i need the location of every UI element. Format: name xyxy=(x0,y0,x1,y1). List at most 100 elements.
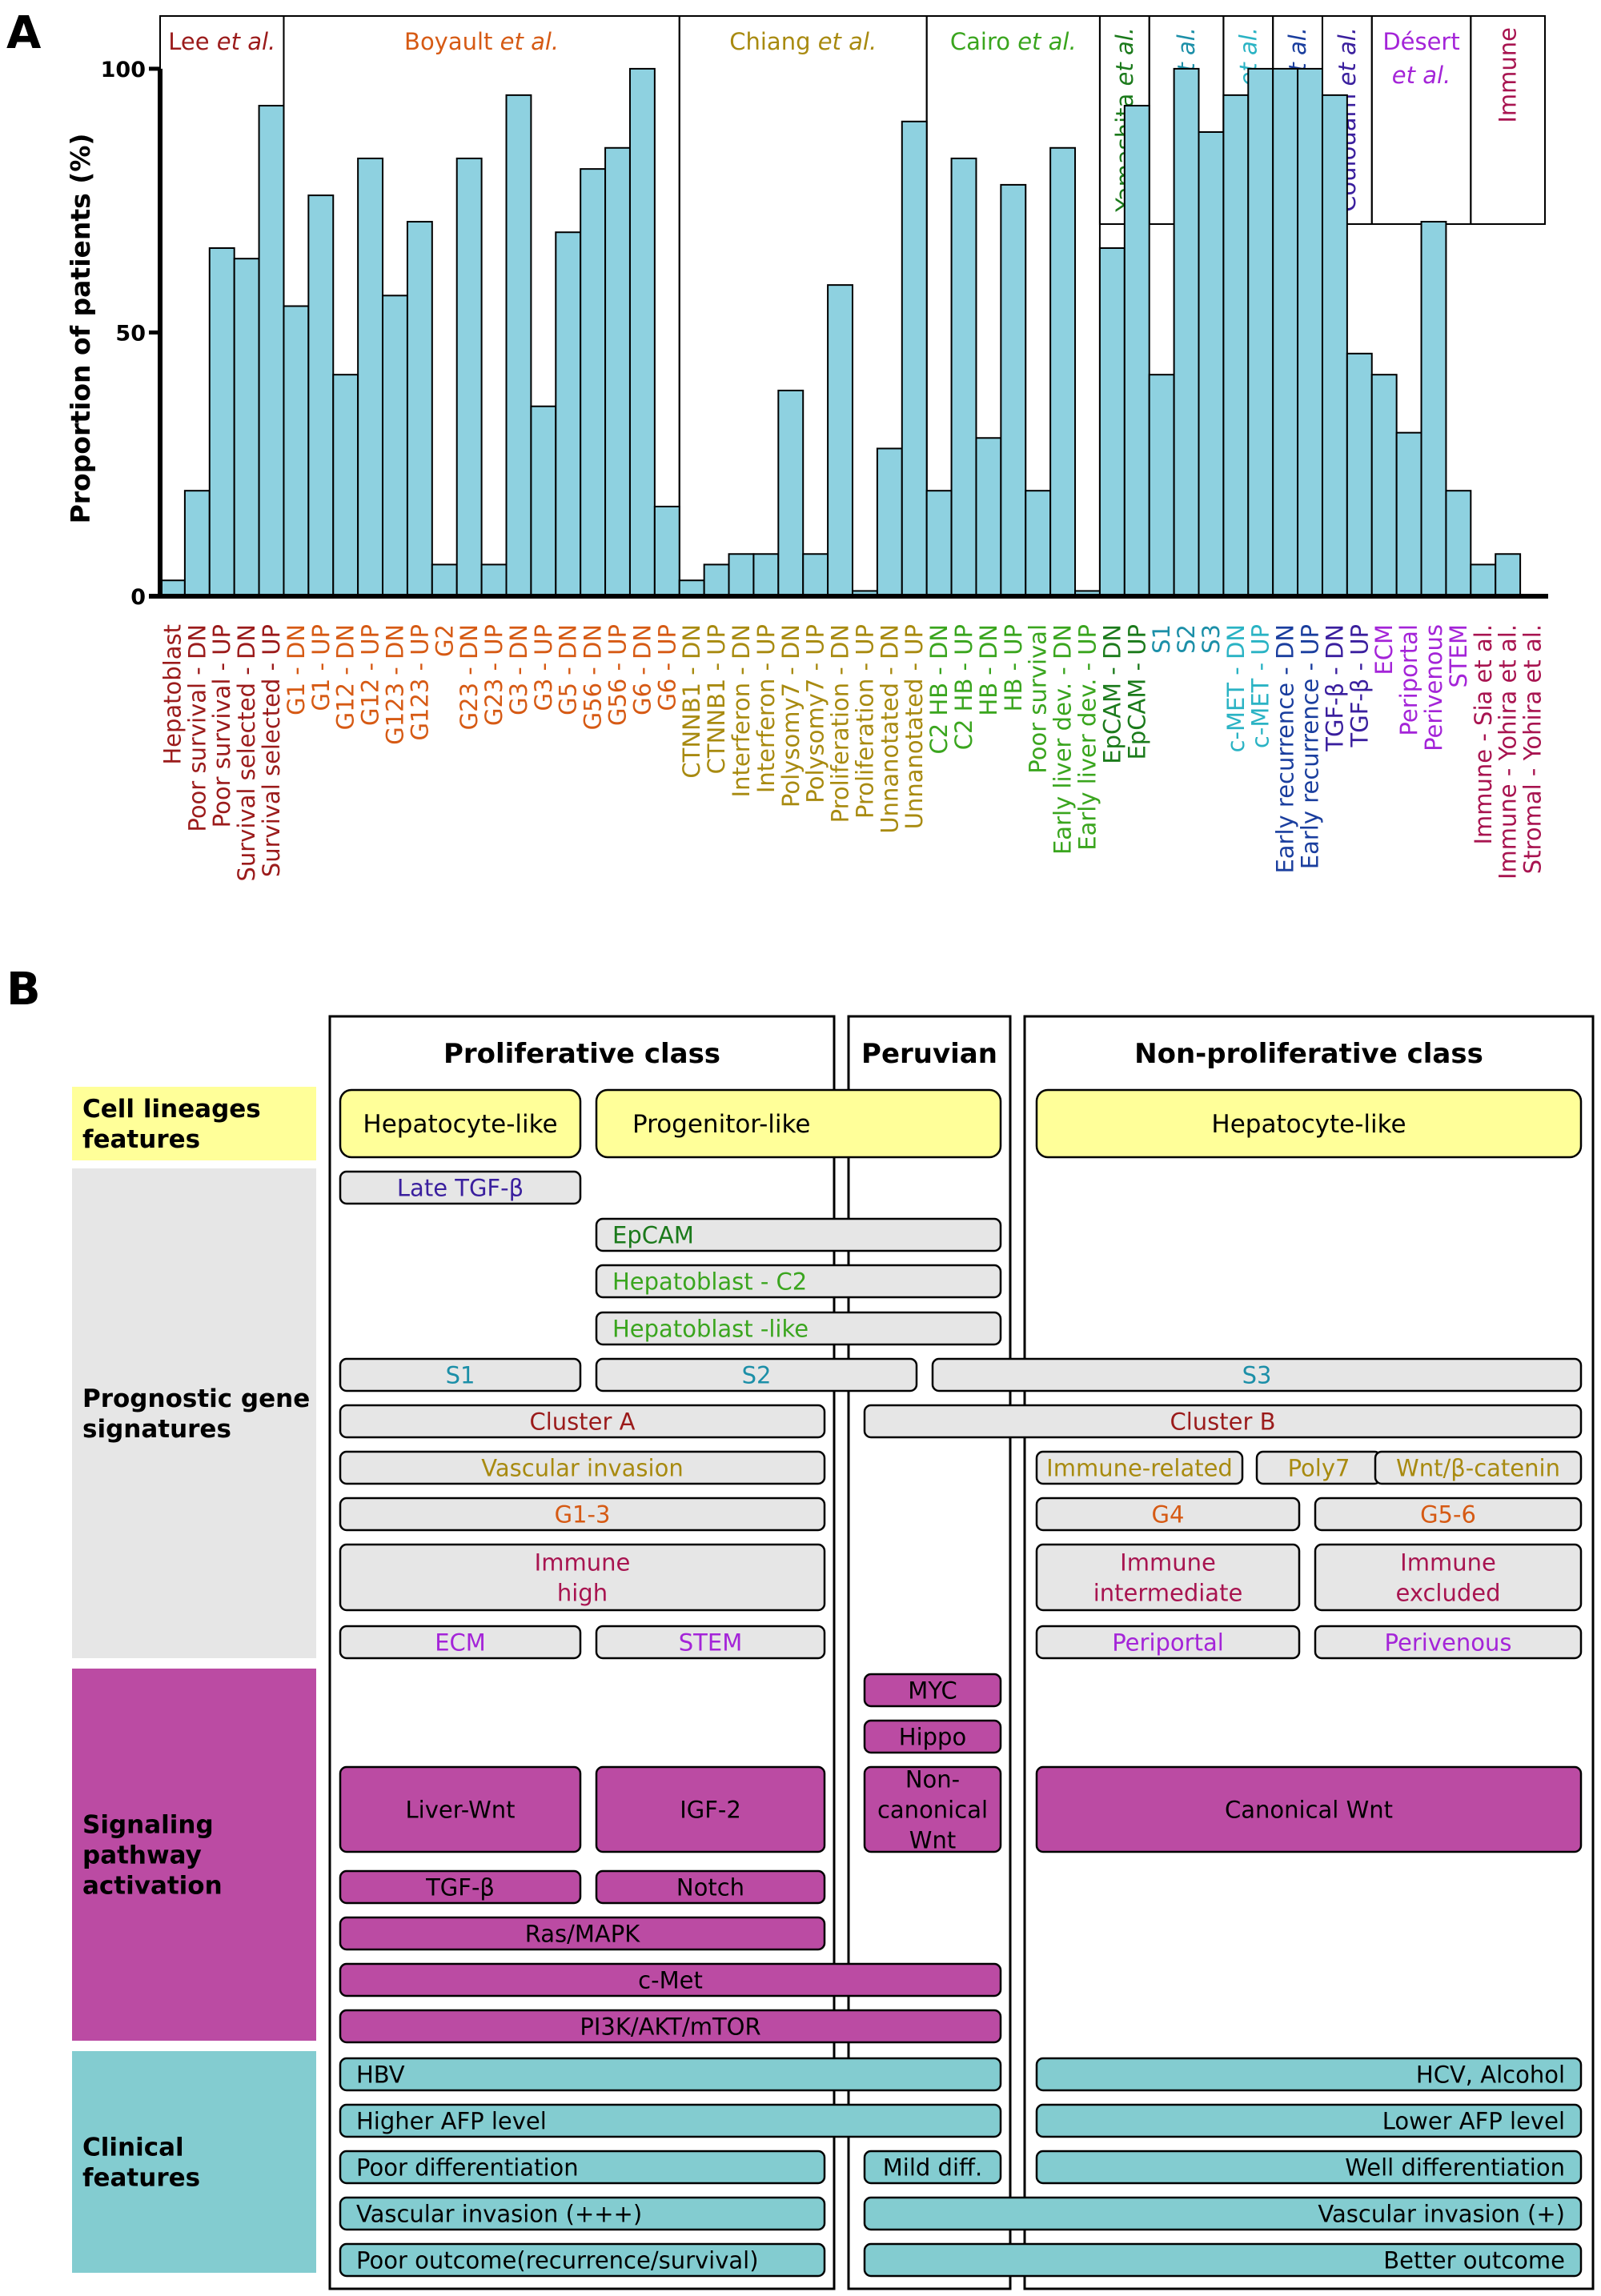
x-tick-label-g6-up: G6 - UP xyxy=(653,624,680,711)
x-tick-label-tgf-up: TGF-β - UP xyxy=(1346,624,1373,747)
bar-series xyxy=(159,67,1522,598)
box-label-perivenous: Perivenous xyxy=(1385,1629,1512,1656)
box-late-tgf xyxy=(339,1170,582,1205)
bar-survival-selected-dn xyxy=(233,258,260,597)
bar-survival-selected-up xyxy=(258,105,285,597)
x-tick-label-g3-up: G3 - UP xyxy=(530,624,557,711)
x-tick-label-polysomy7-up: Polysomy7 - UP xyxy=(802,624,829,803)
bar-perivenous xyxy=(1420,221,1447,597)
box-label-wnt-catenin: Wnt/β-catenin xyxy=(1396,1454,1560,1481)
bar-immune-sia-et-al xyxy=(1470,563,1497,597)
box-pi3k-akt-mtor xyxy=(339,2009,1002,2044)
column-title-nonprolif: Non-proliferative class xyxy=(1134,1038,1483,1070)
box-label-lower-afp-level: Lower AFP level xyxy=(1382,2107,1565,2134)
y-tick-label-50: 50 xyxy=(115,321,146,346)
x-tick-label-early-recurrence-up: Early recurrence - UP xyxy=(1297,624,1324,869)
x-tick-label-s2: S2 xyxy=(1173,624,1200,654)
x-tick-label-proliferation-dn: Proliferation - DN xyxy=(827,624,854,823)
category-panel-signaling-pathway-activation xyxy=(72,1669,316,2041)
box-cluster-a xyxy=(339,1404,826,1439)
box-immune-excluded xyxy=(1314,1543,1583,1612)
category-panel-cell-lineages-features xyxy=(72,1087,316,1160)
x-tick-label-c-met-dn: c-MET - DN xyxy=(1222,624,1250,752)
bar-g23-dn xyxy=(455,157,483,598)
bar-interferon-up xyxy=(752,553,780,597)
box-hepatocyte-like xyxy=(1035,1088,1583,1159)
x-tick-label-immune-yohira-et-al: Immune - Yohira et al. xyxy=(1495,624,1522,880)
study-label-lee: Lee et al. xyxy=(168,28,275,55)
box-well-differentiation xyxy=(1035,2150,1583,2185)
x-tick-label-g3-dn: G3 - DN xyxy=(505,624,532,715)
box-label-cluster-a: Cluster A xyxy=(530,1408,636,1435)
bar-polysomy7-up xyxy=(802,553,829,597)
x-tick-label-stem: STEM xyxy=(1445,624,1472,687)
x-tick-label-g1-dn: G1 - DN xyxy=(283,624,310,715)
bar-hb-up xyxy=(1000,183,1027,597)
bar-c2-hb-dn xyxy=(925,490,953,597)
box-non-canonical-wnt xyxy=(863,1765,1002,1853)
box-label-poor-outcome-recurrence-survival: Poor outcome(recurrence/survival) xyxy=(356,2246,759,2274)
column-prolif xyxy=(328,1015,836,2290)
box-s2 xyxy=(595,1357,918,1392)
x-tick-label-interferon-dn: Interferon - DN xyxy=(728,624,755,797)
x-tick-label-early-recurrence-dn: Early recurrence - DN xyxy=(1272,624,1299,874)
bar-stem xyxy=(1445,490,1472,597)
box-better-outcome xyxy=(863,2242,1583,2278)
bar-g3-dn xyxy=(505,94,532,597)
box-label-progenitor-like: Progenitor-like xyxy=(632,1110,810,1139)
study-label-boyault: Boyault et al. xyxy=(404,28,559,55)
box-immune-high xyxy=(339,1543,826,1612)
box-label-higher-afp-level: Higher AFP level xyxy=(356,2107,547,2134)
box-label-well-differentiation: Well differentiation xyxy=(1345,2154,1565,2181)
x-tick-label-g12-up: G12 - UP xyxy=(357,624,384,726)
bar-polysomy7-dn xyxy=(777,389,805,597)
bar-early-recurrence-dn xyxy=(1272,67,1299,597)
bar-poor-survival-dn xyxy=(183,490,211,597)
bar-c2-hb-up xyxy=(950,157,977,598)
box-igf-2 xyxy=(595,1765,826,1853)
box-label-g5-6: G5-6 xyxy=(1420,1501,1476,1528)
box-label-ras-mapk: Ras/MAPK xyxy=(525,1920,641,1947)
box-hippo xyxy=(863,1719,1002,1754)
bar-g3-up xyxy=(530,405,557,597)
box-label-tgf: TGF-β xyxy=(425,1873,495,1901)
x-tick-label-g23-up: G23 - UP xyxy=(480,624,508,726)
x-tick-label-g12-dn: G12 - DN xyxy=(332,624,359,730)
x-tick-label-early-liver-dev-up: Early liver dev. - UP xyxy=(1073,624,1101,851)
box-liver-wnt xyxy=(339,1765,582,1853)
box-label-s3: S3 xyxy=(1242,1361,1272,1388)
bar-s1 xyxy=(1148,374,1175,597)
box-label-hepatocyte-like: Hepatocyte-like xyxy=(363,1110,557,1139)
box-vascular-invasion xyxy=(339,1450,826,1485)
box-ecm xyxy=(339,1625,582,1660)
x-tick-label-immune-sia-et-al: Immune - Sia et al. xyxy=(1470,624,1497,845)
bar-g1-up xyxy=(307,194,335,597)
x-tick-label-unnanotated-dn: Unnanotated - DN xyxy=(876,624,903,834)
column-title-peru: Peruvian xyxy=(861,1038,997,1070)
bar-g123-up xyxy=(406,221,433,597)
bar-g12-dn xyxy=(332,374,359,597)
bar-g12-up xyxy=(357,157,384,598)
x-tick-label-hb-dn: HB - DN xyxy=(975,624,1002,716)
panel-a-letter: A xyxy=(6,7,42,59)
x-tick-label-hepatoblast: Hepatoblast xyxy=(158,624,186,765)
bar-early-recurrence-up xyxy=(1297,67,1323,597)
x-tick-label-g23-dn: G23 - DN xyxy=(455,624,483,730)
box-label-hepatoblast-like: Hepatoblast -like xyxy=(612,1315,809,1342)
x-tick-label-interferon-up: Interferon - UP xyxy=(752,624,780,793)
bar-tgf-dn xyxy=(1321,94,1348,597)
x-tick-label-early-liver-dev-dn: Early liver dev. - DN xyxy=(1049,624,1077,855)
box-hcv-alcohol xyxy=(1035,2057,1583,2092)
box-hepatoblast-c2 xyxy=(595,1264,1002,1299)
panel-b-letter: B xyxy=(6,964,41,1016)
box-lower-afp-level xyxy=(1035,2103,1583,2138)
study-label-cairo: Cairo et al. xyxy=(950,28,1077,55)
bar-g6-dn xyxy=(628,67,656,597)
